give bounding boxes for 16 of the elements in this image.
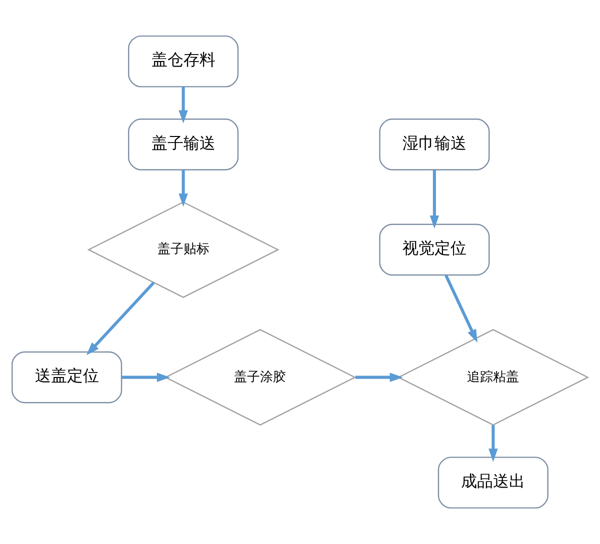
arrow bbox=[444, 274, 478, 343]
arrow bbox=[178, 170, 188, 207]
node-diamond: 盖子贴标 bbox=[87, 201, 280, 298]
node-box: 成品送出 bbox=[438, 456, 548, 509]
arrow bbox=[178, 86, 188, 124]
arrow bbox=[122, 372, 170, 382]
arrow bbox=[488, 425, 498, 462]
arrow bbox=[86, 282, 155, 356]
node-diamond: 盖子涂胶 bbox=[164, 329, 356, 426]
node-box: 视觉定位 bbox=[379, 224, 490, 276]
node-box: 湿巾输送 bbox=[379, 118, 490, 170]
arrow bbox=[430, 170, 440, 229]
node-box: 盖子输送 bbox=[128, 118, 239, 170]
node-box: 盖仓存料 bbox=[128, 35, 239, 88]
arrow bbox=[355, 372, 403, 382]
node-box: 送盖定位 bbox=[12, 351, 122, 404]
